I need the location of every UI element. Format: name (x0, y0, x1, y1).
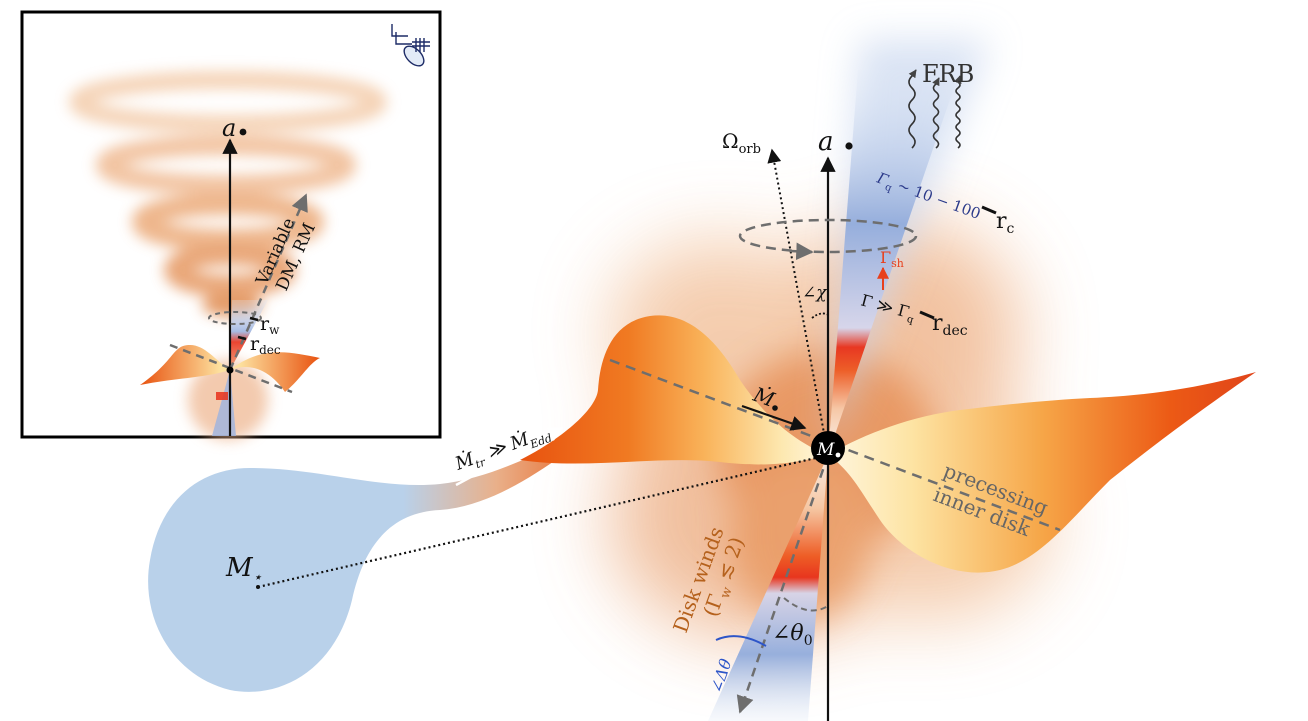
dtheta-arc (715, 635, 767, 647)
inset-precession-ellipse (208, 311, 262, 325)
frb-label: FRB (922, 60, 974, 88)
inset-spin-axis-dot (239, 128, 247, 136)
disk-right-lobe (828, 372, 1256, 573)
chi-arc (811, 312, 831, 319)
inset-spin-axis-label: a (222, 114, 236, 142)
rdec-tick (919, 310, 935, 320)
inset-disk (140, 345, 320, 392)
bh-label-dot (835, 452, 841, 458)
inset-rw-label: rw (260, 313, 280, 337)
telescope-icon (391, 24, 430, 67)
inset-jet-upper (230, 300, 268, 370)
precession-ellipse (738, 218, 918, 254)
star-label: M⋆ (225, 553, 262, 586)
inset-disk-axis-dashed (169, 343, 293, 394)
bh-label: M (816, 440, 835, 460)
frb-waves (908, 69, 962, 149)
mdot-bh-dot (772, 405, 778, 411)
star-point (256, 585, 260, 589)
star-bh-line (257, 455, 821, 589)
spin-axis-dot (845, 142, 853, 150)
theta0-label: ∠θ0 (772, 621, 813, 649)
inset-black-hole (226, 366, 234, 374)
mdot-tr-arrow (455, 426, 564, 487)
inset-rw-tick (249, 316, 259, 322)
chi-label: ∠χ (802, 283, 828, 303)
inset-jet-lower-red (216, 392, 228, 400)
jet-axis-dashed-lower (736, 454, 830, 714)
mdot-bh-arrow (741, 404, 807, 431)
theta0-arc (783, 597, 829, 612)
rdec-label: rdec (932, 311, 968, 339)
star-lobe (148, 420, 613, 692)
inset-jet-axis-dashed (228, 193, 308, 371)
inset-rdec-label: rdec (250, 333, 281, 357)
omega-orb-label: Ωorb (722, 129, 761, 157)
inset-panel: a Variable DM, RM rw rdec (20, 10, 442, 440)
orbital-axis (767, 148, 829, 456)
jet-lower (708, 455, 828, 721)
disk-left-lobe (520, 315, 828, 465)
inset-rdec-tick (237, 335, 247, 341)
rc-label: rc (996, 209, 1015, 237)
jet-upper (828, 70, 960, 455)
gamma-sh-label: Γsh (880, 248, 904, 270)
spin-axis-label: a (818, 127, 834, 157)
rc-tick (981, 205, 997, 215)
precession-arrow (789, 242, 814, 261)
